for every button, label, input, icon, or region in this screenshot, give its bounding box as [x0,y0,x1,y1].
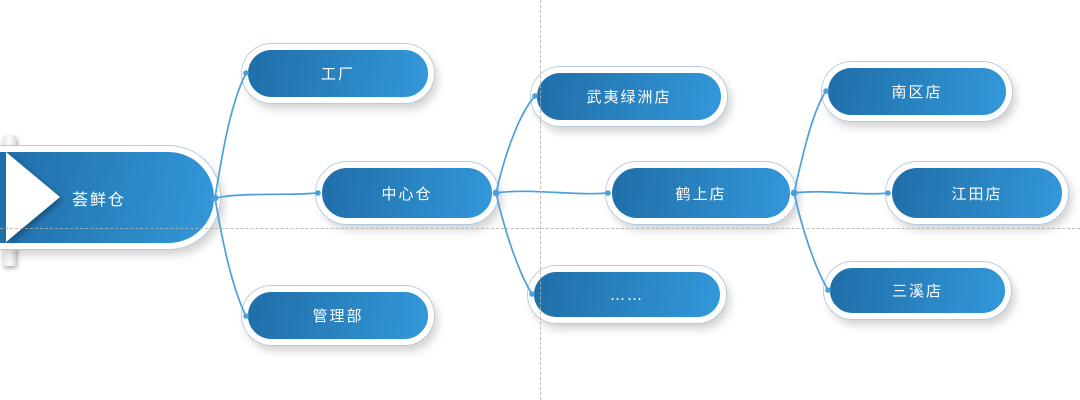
connector-root-admin [214,197,247,317]
node-factory[interactable]: 工厂 [242,44,434,103]
node-heshang-store[interactable]: 鹤上店 [606,162,796,224]
node-label: 江田店 [951,184,1003,203]
connector-dot [532,93,538,99]
connector-dot [790,189,798,197]
node-label: 三溪店 [891,282,943,300]
node-label: …… [610,285,644,304]
connector-dot [529,291,535,297]
node-wuyi-store[interactable]: 武夷绿洲店 [531,67,727,126]
node-label: 工厂 [320,65,355,83]
connector-dot [243,313,249,319]
horizontal-guide-line [0,228,1080,229]
connector-heshang-sanxi [793,192,829,291]
connector-dot [605,190,611,196]
connector-dot [823,88,829,94]
connector-dot [243,70,249,76]
connector-dot [825,287,831,293]
node-jiangtian-store[interactable]: 江田店 [886,162,1068,224]
connector-dot [211,194,219,202]
connector-root-factory [214,72,247,199]
arrow-icon [6,152,60,242]
connector-dot [492,189,500,197]
connector-heshang-nanqu [793,90,827,194]
node-label: 武夷绿洲店 [586,88,672,106]
node-label: 荟鲜仓 [72,189,127,209]
connector-root-central [214,192,319,199]
connector-heshang-jiangtian [793,190,889,195]
connector-central-ellipsis [495,192,533,295]
connector-central-heshang [495,190,609,195]
node-nanqu-store[interactable]: 南区店 [822,62,1012,121]
node-label: 管理部 [312,307,364,325]
node-more-ellipsis[interactable]: …… [528,266,726,323]
connector-dot [885,190,891,196]
node-admin-dept[interactable]: 管理部 [242,286,434,345]
vertical-guide-line [540,0,541,400]
node-label: 中心仓 [381,184,433,203]
node-label: 南区店 [891,83,943,101]
connector-dot [315,190,321,196]
node-sanxi-store[interactable]: 三溪店 [824,262,1011,319]
connector-central-wuyi [495,95,536,194]
node-label: 鹤上店 [675,184,727,203]
